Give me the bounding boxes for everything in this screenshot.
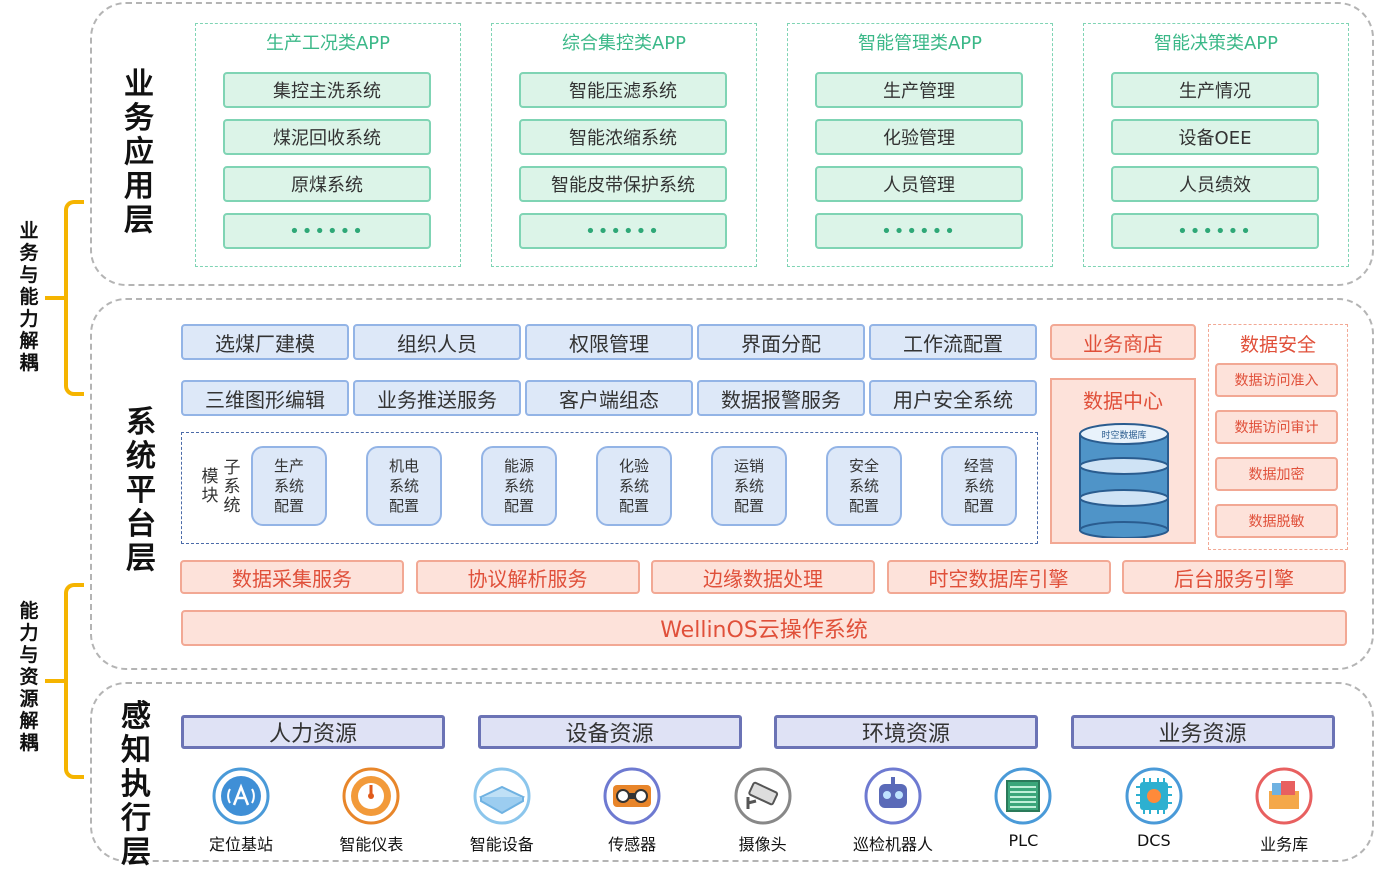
- module-config[interactable]: 机电 系统 配置: [366, 446, 442, 526]
- module-config-frame: [181, 432, 1038, 544]
- module-config[interactable]: 运销 系统 配置: [711, 446, 787, 526]
- app-item[interactable]: 生产情况: [1111, 72, 1319, 108]
- app-item[interactable]: 设备OEE: [1111, 119, 1319, 155]
- platform-item[interactable]: 界面分配: [697, 324, 865, 360]
- module-config[interactable]: 经营 系统 配置: [941, 446, 1017, 526]
- sensor-icon: [603, 767, 661, 825]
- app-item[interactable]: 智能皮带保护系统: [519, 166, 727, 202]
- app-item-more[interactable]: ••••••: [815, 213, 1023, 249]
- data-security-title: 数据安全: [1239, 333, 1316, 356]
- platform-item[interactable]: 用户安全系统: [869, 380, 1037, 416]
- resource-item[interactable]: 人力资源: [181, 715, 445, 749]
- business-library-icon: [1255, 767, 1313, 825]
- app-item[interactable]: 原煤系统: [223, 166, 431, 202]
- service-item[interactable]: 时空数据库引擎: [886, 560, 1111, 594]
- smart-device-icon: [473, 767, 531, 825]
- side-label-capability-resource: 能力与资源解耦: [19, 600, 39, 754]
- data-security-panel: [1208, 324, 1348, 550]
- service-item[interactable]: 后台服务引擎: [1122, 560, 1346, 594]
- layer-title-perception: 感知执行层: [121, 699, 151, 870]
- platform-item[interactable]: 数据报警服务: [697, 380, 865, 416]
- dcs-chip-icon: [1125, 767, 1183, 825]
- data-security-item[interactable]: 数据访问准入: [1215, 363, 1338, 397]
- bracket-business-capability: [64, 200, 84, 396]
- platform-item[interactable]: 三维图形编辑: [181, 380, 349, 416]
- bracket-tick-bottom: [45, 679, 65, 683]
- app-item[interactable]: 智能压滤系统: [519, 72, 727, 108]
- app-item[interactable]: 集控主洗系统: [223, 72, 431, 108]
- device-label: PLC: [1008, 831, 1039, 850]
- data-security-item[interactable]: 数据加密: [1215, 457, 1338, 491]
- module-label: 模块: [201, 467, 219, 506]
- device-label: 智能设备: [469, 835, 534, 854]
- data-security-item[interactable]: 数据脱敏: [1215, 504, 1338, 538]
- app-group-3: [787, 23, 1053, 267]
- device-label: 摄像头: [738, 835, 787, 854]
- plc-icon: [994, 767, 1052, 825]
- app-item[interactable]: 智能浓缩系统: [519, 119, 727, 155]
- device-label: 传感器: [608, 835, 657, 854]
- device-label: 智能仪表: [339, 835, 404, 854]
- platform-item[interactable]: 工作流配置: [869, 324, 1037, 360]
- app-item-more[interactable]: ••••••: [223, 213, 431, 249]
- base-station-icon: [212, 767, 270, 825]
- platform-item[interactable]: 客户端组态: [525, 380, 693, 416]
- resource-item[interactable]: 业务资源: [1070, 715, 1335, 749]
- gauge-icon: [342, 767, 400, 825]
- app-item[interactable]: 化验管理: [815, 119, 1023, 155]
- business-layer-panel: [90, 2, 1374, 286]
- business-store-button[interactable]: 业务商店: [1050, 324, 1196, 360]
- app-item[interactable]: 生产管理: [815, 72, 1023, 108]
- app-group-title: 综合集控类APP: [561, 33, 687, 54]
- module-config[interactable]: 化验 系统 配置: [596, 446, 672, 526]
- camera-icon: [734, 767, 792, 825]
- device-label: DCS: [1136, 831, 1171, 850]
- data-center-title: 数据中心: [1083, 388, 1163, 413]
- bracket-capability-resource: [64, 583, 84, 779]
- layer-title-platform: 系统平台层: [126, 405, 156, 576]
- service-item[interactable]: 数据采集服务: [180, 560, 404, 594]
- platform-item[interactable]: 组织人员: [353, 324, 521, 360]
- database-label: 时空数据库: [1101, 429, 1146, 441]
- app-group-2: [491, 23, 757, 267]
- app-item[interactable]: 人员绩效: [1111, 166, 1319, 202]
- device-label: 巡检机器人: [852, 835, 933, 854]
- app-item[interactable]: 煤泥回收系统: [223, 119, 431, 155]
- resource-item[interactable]: 环境资源: [774, 715, 1038, 749]
- app-group-1: [195, 23, 461, 267]
- module-config[interactable]: 能源 系统 配置: [481, 446, 557, 526]
- app-item[interactable]: 人员管理: [815, 166, 1023, 202]
- app-group-title: 生产工况类APP: [265, 33, 391, 54]
- perception-layer-panel: [90, 682, 1374, 862]
- module-config[interactable]: 生产 系统 配置: [251, 446, 327, 526]
- robot-icon: [864, 767, 922, 825]
- app-group-title: 智能管理类APP: [857, 33, 983, 54]
- app-item-more[interactable]: ••••••: [519, 213, 727, 249]
- bracket-tick-top: [45, 296, 65, 300]
- os-bar[interactable]: WellinOS云操作系统: [181, 610, 1347, 646]
- app-item-more[interactable]: ••••••: [1111, 213, 1319, 249]
- data-security-item[interactable]: 数据访问审计: [1215, 410, 1338, 444]
- layer-title-business: 业务应用层: [124, 67, 154, 238]
- app-group-4: [1083, 23, 1349, 267]
- platform-item[interactable]: 权限管理: [525, 324, 693, 360]
- device-label: 业务库: [1260, 835, 1309, 854]
- app-group-title: 智能决策类APP: [1153, 33, 1279, 54]
- module-config[interactable]: 安全 系统 配置: [826, 446, 902, 526]
- side-label-business-capability: 业务与能力解耦: [19, 220, 39, 374]
- platform-item[interactable]: 业务推送服务: [353, 380, 521, 416]
- service-item[interactable]: 边缘数据处理: [651, 560, 875, 594]
- platform-item[interactable]: 选煤厂建模: [181, 324, 349, 360]
- device-label: 定位基站: [208, 835, 273, 854]
- platform-layer-panel: [90, 298, 1374, 670]
- database-icon: 时空数据库: [1079, 423, 1169, 538]
- resource-item[interactable]: 设备资源: [477, 715, 742, 749]
- service-item[interactable]: 协议解析服务: [415, 560, 640, 594]
- subsystem-label: 子系统: [223, 458, 241, 516]
